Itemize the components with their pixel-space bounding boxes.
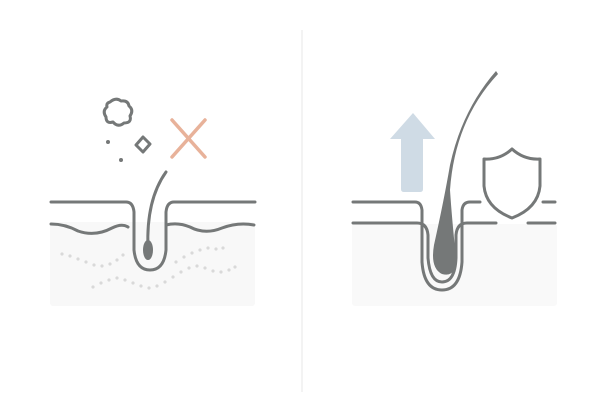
- growth-arrow-icon: [390, 113, 435, 192]
- skin-layer: [50, 222, 255, 306]
- dirt-dot: [106, 140, 110, 144]
- shield-icon: [482, 147, 542, 220]
- left-panel-before: [49, 97, 257, 306]
- dotted-tissue-lines: [60, 246, 237, 290]
- dirt-particle-small-icon: [134, 135, 152, 154]
- thin-hair-shaft: [146, 170, 168, 250]
- hair-bulb: [143, 240, 153, 260]
- right-panel-after: [351, 71, 557, 306]
- wavy-dermis-line-left: [49, 222, 130, 235]
- skin-surface-follicle-outer: [351, 200, 482, 292]
- strong-hair-shaft: [433, 71, 498, 275]
- dirt-particle-icon: [102, 97, 134, 127]
- dirt-dot: [119, 158, 123, 162]
- wavy-dermis-line-right: [164, 222, 256, 233]
- skin-surface-follicle: [49, 200, 257, 272]
- cross-icon: [170, 118, 207, 159]
- skin-inner-follicle: [351, 221, 498, 284]
